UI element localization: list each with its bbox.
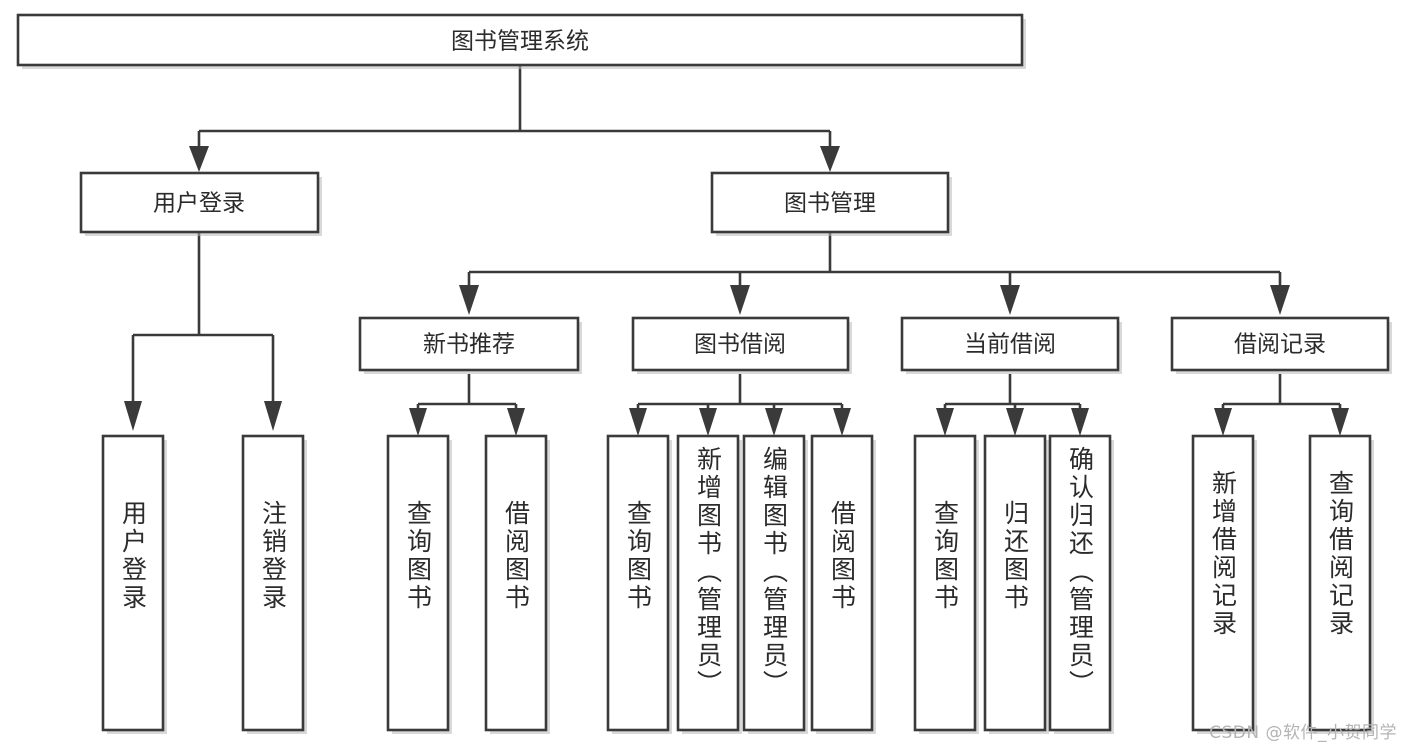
node-leaf-borrow-book-1-box[interactable] [484,434,548,732]
arrowhead-leaf-return-book [1006,408,1024,436]
arrowhead-leaf-edit-book [765,408,783,436]
arrowhead-current-borrow [1000,285,1020,315]
node-leaf-confirm-return-box[interactable] [1048,434,1112,732]
arrowhead-leaf-confirm-return [1071,408,1089,436]
node-user-login-label: 用户登录 [153,191,245,217]
arrowhead-user-login [189,146,209,172]
arrowhead-leaf-query-record [1331,408,1349,436]
arrowhead-leaf-borrow-book-2 [833,408,851,436]
node-leaf-add-book-box[interactable] [676,434,740,732]
arrowhead-leaf-query-book-2 [629,408,647,436]
node-leaf-query-book-3-box[interactable] [913,434,977,732]
node-current-borrow-label: 当前借阅 [964,332,1056,358]
arrowhead-leaf-add-book [699,408,717,436]
arrowhead-leaf-borrow-book-1 [507,408,525,436]
arrowhead-new-book-recommend [459,285,479,315]
node-leaf-query-book-2-box[interactable] [606,434,670,732]
node-leaf-edit-book-box[interactable] [742,434,806,732]
node-book-management-box[interactable] [710,171,950,234]
node-current-borrow-box[interactable] [900,316,1120,372]
node-leaf-borrow-book-2-box[interactable] [810,434,874,732]
node-new-book-recommend-label: 新书推荐 [423,332,515,358]
node-leaf-return-book-box[interactable] [983,434,1047,732]
node-new-book-recommend-box[interactable] [358,316,580,372]
node-layer: 图书管理系统 用户登录 图书管理 新书推荐 图书借阅 当前借阅 借阅记录 [16,13,1392,734]
arrowhead-leaf-query-book-1 [409,408,427,436]
arrowhead-leaf-user-login [124,401,142,431]
node-user-login-box[interactable] [79,171,320,234]
node-leaf-user-login-box[interactable] [101,434,165,732]
node-leaf-logout-login-box[interactable] [241,434,305,732]
node-leaf-query-record-box[interactable] [1308,434,1372,732]
arrowhead-leaf-logout-login [264,401,282,431]
node-root-box[interactable] [16,13,1024,67]
arrowhead-borrow-record [1270,285,1290,315]
arrowhead-leaf-add-record [1214,408,1232,436]
node-borrow-record-label: 借阅记录 [1234,332,1326,358]
connector-layer [124,65,1349,436]
node-book-borrow-box[interactable] [631,316,850,372]
node-leaf-add-record-box[interactable] [1191,434,1255,732]
arrowhead-book-management [820,146,840,172]
node-root-label: 图书管理系统 [451,29,589,55]
node-book-borrow-label: 图书借阅 [694,332,786,358]
arrowhead-leaf-query-book-3 [936,408,954,436]
node-book-management-label: 图书管理 [784,191,876,217]
node-borrow-record-box[interactable] [1170,316,1390,372]
arrowhead-book-borrow [730,285,750,315]
node-leaf-query-book-1-box[interactable] [386,434,450,732]
